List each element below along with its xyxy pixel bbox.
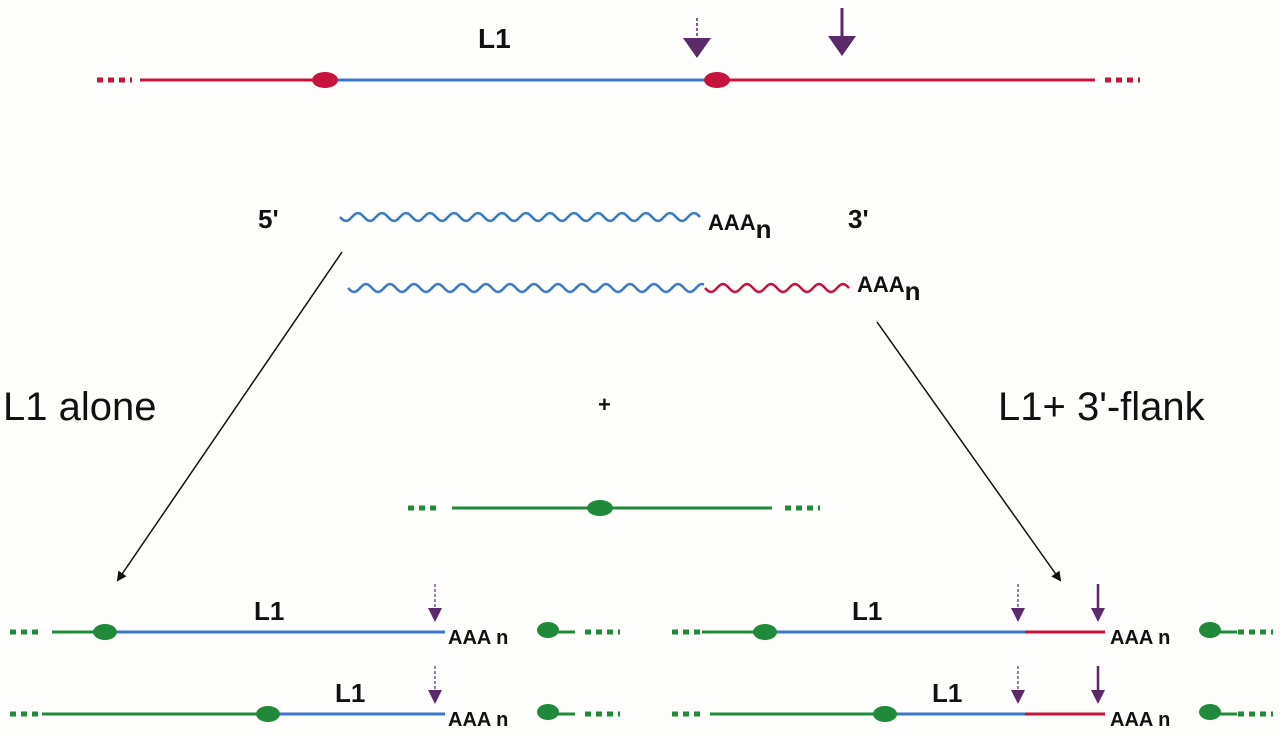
flank-polya-arrow xyxy=(1091,666,1105,704)
genomic-l1-locus: L1 xyxy=(97,8,1140,88)
five-prime-label: 5' xyxy=(258,204,279,234)
l1-label: L1 xyxy=(335,678,365,708)
l1-alone-label: L1 alone xyxy=(3,385,156,429)
polya-label: AAA n xyxy=(1110,627,1170,649)
l1-flank-insertion-1: AAA n L1 xyxy=(672,584,1273,649)
l1-label: L1 xyxy=(254,596,284,626)
polya-label: AAA n xyxy=(1110,709,1170,731)
polya-label: AAA n xyxy=(448,627,508,649)
l1-flank-arrow xyxy=(876,321,1062,582)
l1-polya-arrow xyxy=(1011,666,1025,704)
l1-polya-arrow xyxy=(428,584,442,622)
transcript1-polya: AAAn xyxy=(708,210,772,244)
flank-polya-arrow xyxy=(828,8,856,56)
l1-3-end-marker xyxy=(704,72,730,88)
top-l1-label: L1 xyxy=(478,23,511,54)
l1-polya-arrow xyxy=(1011,584,1025,622)
l1-polya-arrow xyxy=(428,666,442,704)
target-genomic-site xyxy=(408,500,820,516)
flank-polya-arrow xyxy=(1091,584,1105,622)
l1-label: L1 xyxy=(932,678,962,708)
l1-5-end-marker xyxy=(312,72,338,88)
readthrough-transcript-l1 xyxy=(347,282,705,294)
l1-alone-arrow xyxy=(116,251,343,582)
readthrough-transcript-flank xyxy=(704,282,850,294)
l1-flank-insertion-2: AAA n L1 xyxy=(672,666,1273,731)
l1-only-transcript xyxy=(339,211,701,223)
polya-label: AAA n xyxy=(448,709,508,731)
transcript2-polya: AAAn xyxy=(857,272,921,306)
weak-polya-arrow xyxy=(683,18,711,58)
l1-alone-insertion-1: AAA n L1 xyxy=(10,584,620,649)
three-prime-label: 3' xyxy=(848,204,869,234)
l1-label: L1 xyxy=(852,596,882,626)
l1-flank-label: L1+ 3'-flank xyxy=(998,385,1206,429)
plus-sign: + xyxy=(598,392,611,417)
l1-alone-insertion-2: AAA n L1 xyxy=(10,666,620,731)
